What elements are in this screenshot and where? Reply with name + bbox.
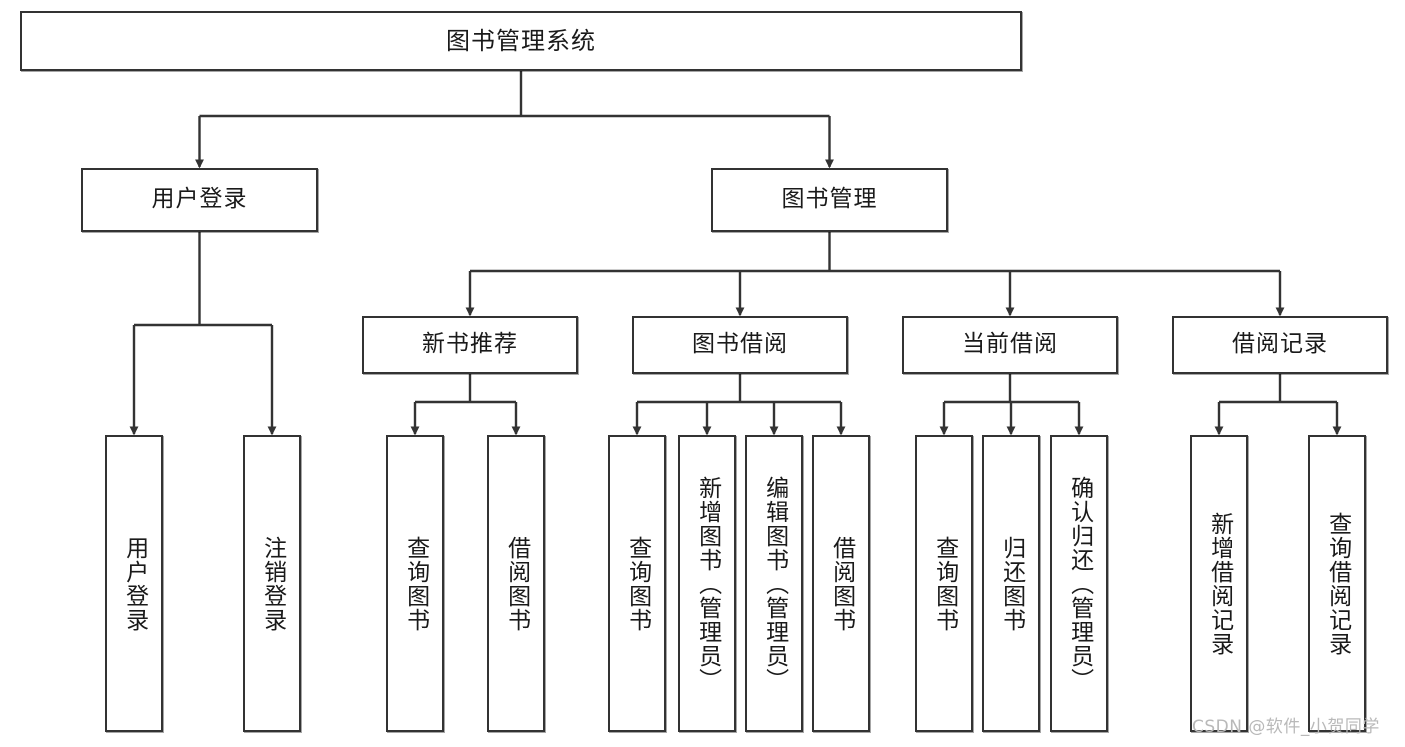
node-label: 新书推荐 bbox=[422, 331, 518, 358]
node-label: 新增图书（管理员） bbox=[694, 475, 721, 692]
node-root-book-management-system[interactable]: 图书管理系统 bbox=[20, 11, 1022, 71]
node-label: 用户登录 bbox=[121, 535, 148, 632]
leaf-confirm-return-admin[interactable]: 确认归还（管理员） bbox=[1050, 435, 1108, 732]
node-label: 编辑图书（管理员） bbox=[761, 475, 788, 692]
leaf-query-borrow-record[interactable]: 查询借阅记录 bbox=[1308, 435, 1366, 732]
node-label: 图书管理系统 bbox=[446, 26, 596, 55]
node-label: 图书借阅 bbox=[692, 331, 788, 358]
csdn-watermark: CSDN @软件_小贺同学 bbox=[1192, 717, 1380, 737]
node-label: 借阅图书 bbox=[828, 535, 855, 632]
leaf-logout-login[interactable]: 注销登录 bbox=[243, 435, 301, 732]
node-label: 借阅图书 bbox=[503, 535, 530, 632]
node-label: 当前借阅 bbox=[962, 331, 1058, 358]
leaf-borrow-book[interactable]: 借阅图书 bbox=[812, 435, 870, 732]
node-user-login[interactable]: 用户登录 bbox=[81, 168, 318, 232]
node-book-borrowing[interactable]: 图书借阅 bbox=[632, 316, 848, 374]
node-label: 确认归还（管理员） bbox=[1066, 475, 1093, 692]
leaf-query-book-current[interactable]: 查询图书 bbox=[915, 435, 973, 732]
node-label: 注销登录 bbox=[259, 535, 286, 632]
node-label: 查询图书 bbox=[931, 535, 958, 632]
node-current-borrowing[interactable]: 当前借阅 bbox=[902, 316, 1118, 374]
leaf-query-book-new[interactable]: 查询图书 bbox=[386, 435, 444, 732]
leaf-user-login[interactable]: 用户登录 bbox=[105, 435, 163, 732]
leaf-add-book-admin[interactable]: 新增图书（管理员） bbox=[678, 435, 736, 732]
node-label: 查询借阅记录 bbox=[1324, 511, 1351, 656]
node-label: 查询图书 bbox=[402, 535, 429, 632]
leaf-borrow-book-new[interactable]: 借阅图书 bbox=[487, 435, 545, 732]
node-new-book-recommendation[interactable]: 新书推荐 bbox=[362, 316, 578, 374]
node-label: 查询图书 bbox=[624, 535, 651, 632]
node-borrowing-records[interactable]: 借阅记录 bbox=[1172, 316, 1388, 374]
node-label: 新增借阅记录 bbox=[1206, 511, 1233, 656]
node-label: 图书管理 bbox=[781, 186, 878, 213]
node-book-management[interactable]: 图书管理 bbox=[711, 168, 948, 232]
leaf-add-borrow-record[interactable]: 新增借阅记录 bbox=[1190, 435, 1248, 732]
node-label: 借阅记录 bbox=[1232, 331, 1328, 358]
leaf-query-book-borrow[interactable]: 查询图书 bbox=[608, 435, 666, 732]
node-label: 归还图书 bbox=[998, 535, 1025, 632]
node-label: 用户登录 bbox=[151, 186, 248, 213]
leaf-return-book[interactable]: 归还图书 bbox=[982, 435, 1040, 732]
leaf-edit-book-admin[interactable]: 编辑图书（管理员） bbox=[745, 435, 803, 732]
